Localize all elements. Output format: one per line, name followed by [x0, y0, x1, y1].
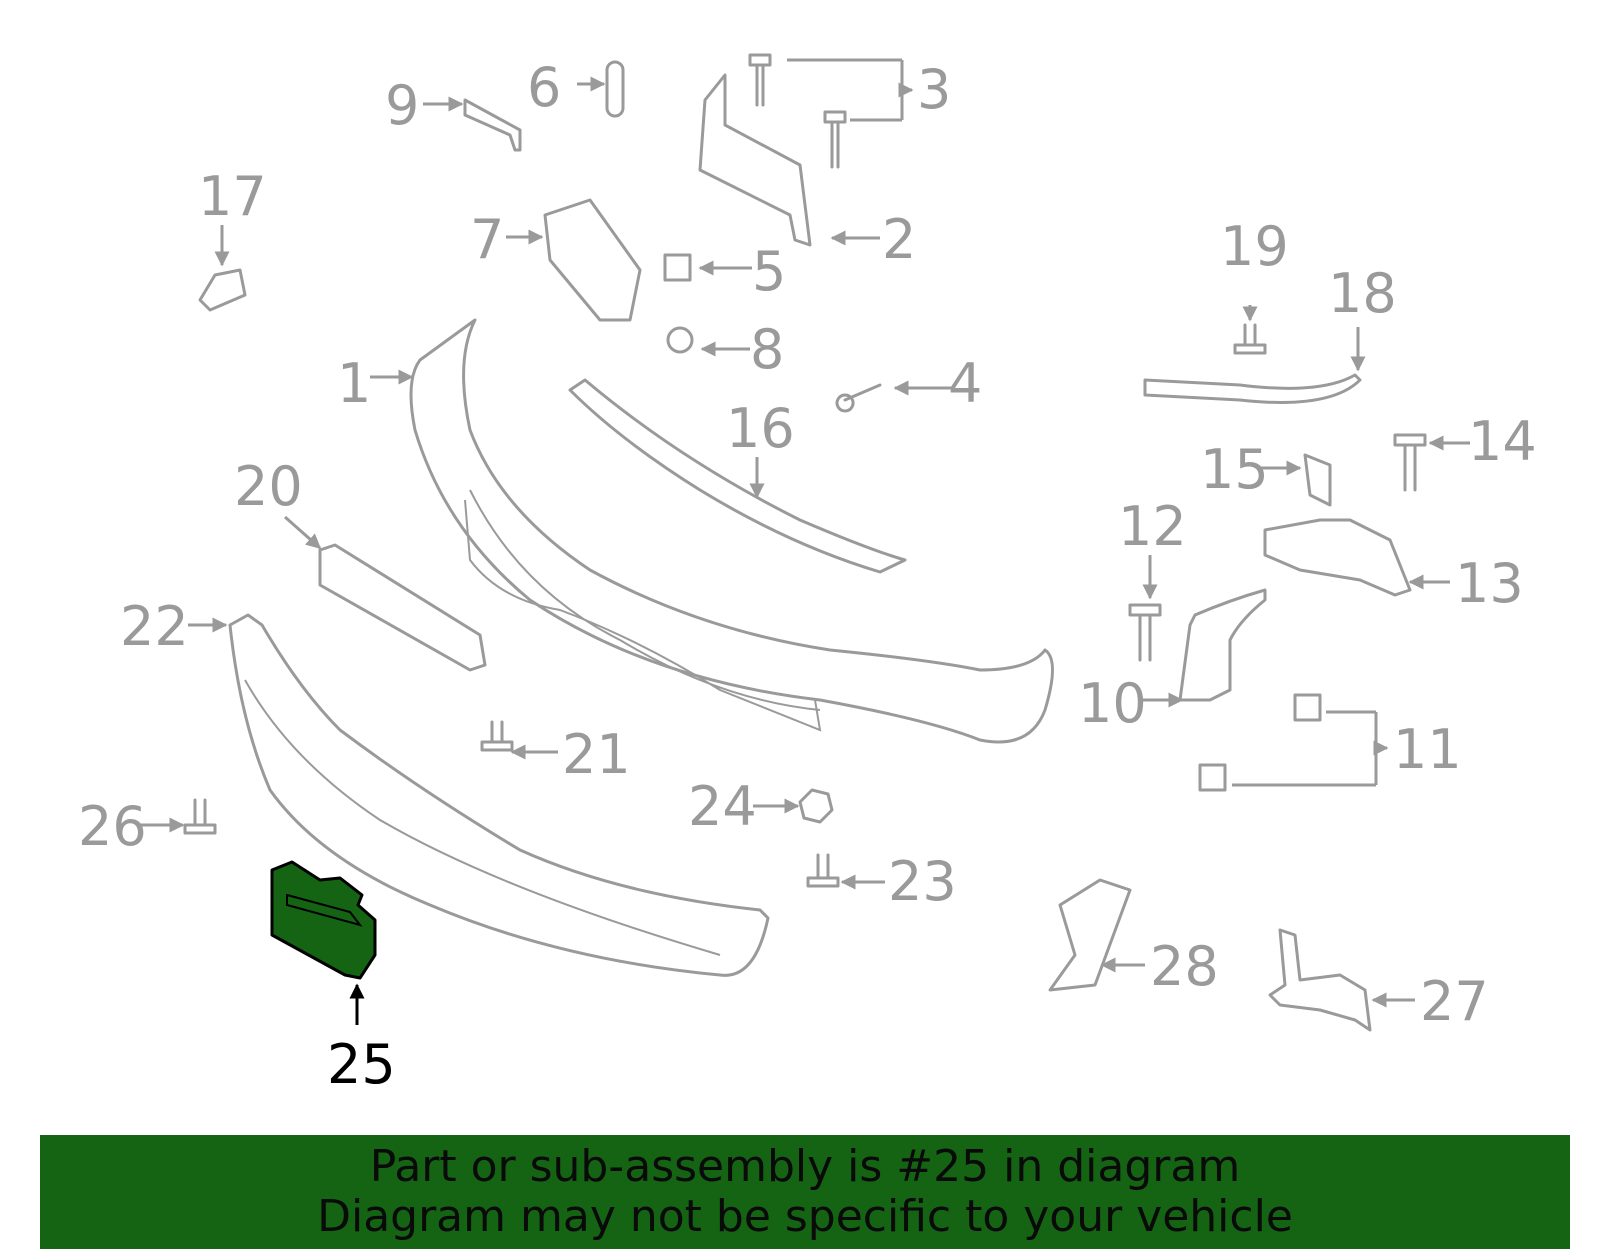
part-27-bracket — [1268, 928, 1372, 1032]
callout-7: 7 — [470, 208, 504, 271]
part-7-bracket — [543, 198, 642, 322]
part-24-nut — [798, 788, 834, 824]
part-26-bolt — [183, 798, 217, 835]
part-13-bracket — [1263, 518, 1412, 597]
callout-23: 23 — [888, 850, 957, 913]
part-17-clip — [198, 268, 247, 312]
callout-19: 19 — [1220, 215, 1289, 278]
part-19-bolt — [1233, 323, 1267, 355]
callout-14: 14 — [1468, 410, 1537, 473]
part-2-bracket — [698, 73, 812, 247]
callout-11: 11 — [1393, 718, 1462, 781]
callout-2: 2 — [882, 208, 916, 271]
callout-1: 1 — [337, 352, 371, 415]
callout-20: 20 — [234, 455, 303, 518]
callout-12: 12 — [1118, 495, 1187, 558]
banner-line-2: Diagram may not be specific to your vehi… — [317, 1191, 1293, 1242]
part-9-bracket — [463, 98, 522, 152]
callout-16: 16 — [726, 397, 795, 460]
part-10-bracket — [1178, 588, 1267, 702]
callout-4: 4 — [948, 352, 982, 415]
callout-22: 22 — [120, 595, 189, 658]
part-22-valance — [228, 613, 770, 977]
callout-26: 26 — [78, 795, 147, 858]
part-25-highlighted — [270, 860, 377, 980]
part-21-bolt — [480, 720, 514, 752]
part-3-bolts — [748, 53, 847, 169]
leader-arrows — [140, 58, 1470, 1025]
callout-24: 24 — [688, 775, 757, 838]
part-20-bar — [318, 543, 487, 672]
callout-9: 9 — [385, 74, 419, 137]
part-4-bolt — [835, 383, 882, 413]
callout-18: 18 — [1328, 262, 1397, 325]
callout-labels: 1 2 3 4 5 6 7 8 9 10 11 12 13 14 15 16 1… — [78, 56, 1537, 1096]
banner-line-1: Part or sub-assembly is #25 in diagram — [369, 1141, 1241, 1192]
callout-17: 17 — [198, 165, 267, 228]
callout-3: 3 — [917, 58, 951, 121]
callout-6: 6 — [527, 56, 561, 119]
part-12-bolt — [1128, 603, 1162, 662]
callout-10: 10 — [1078, 672, 1147, 735]
info-banner: Part or sub-assembly is #25 in diagram D… — [40, 1135, 1570, 1249]
part-6-spacer — [605, 60, 625, 118]
part-28-trim — [1048, 878, 1132, 992]
part-1-bumper-cover — [409, 318, 1054, 744]
part-18-bracket — [1143, 373, 1362, 404]
callout-15: 15 — [1200, 438, 1269, 501]
part-11-clips — [1198, 693, 1322, 792]
part-15-clip — [1303, 453, 1332, 507]
callout-21: 21 — [562, 723, 631, 786]
callout-5: 5 — [752, 240, 786, 303]
callout-8: 8 — [750, 318, 784, 381]
part-14-bolt — [1393, 433, 1427, 492]
callout-27: 27 — [1420, 970, 1489, 1033]
part-16-strip — [568, 378, 907, 574]
part-8-clip — [666, 326, 694, 354]
callout-13: 13 — [1455, 552, 1524, 615]
part-5-clip — [663, 253, 692, 282]
part-23-bolt — [806, 853, 840, 888]
callout-28: 28 — [1150, 935, 1219, 998]
callout-25: 25 — [327, 1033, 396, 1096]
